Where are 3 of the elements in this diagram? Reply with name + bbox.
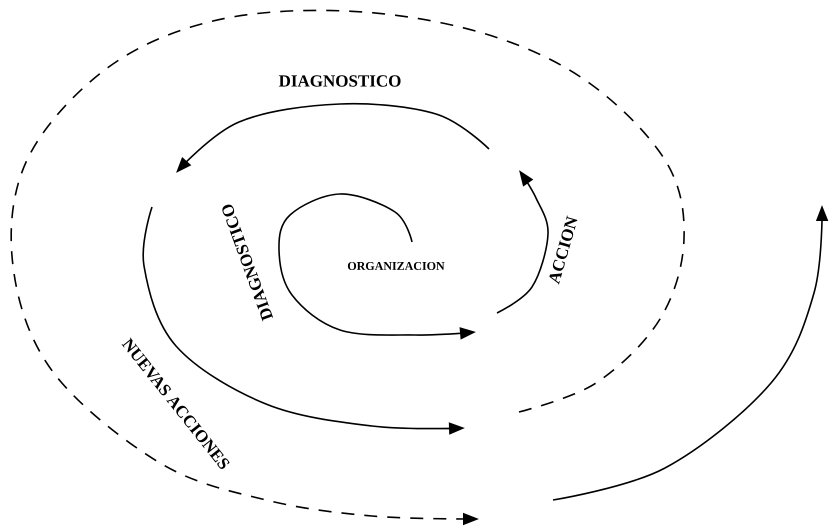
center-label: ORGANIZACION <box>348 262 444 270</box>
stage-label: DIAGNOSTICO <box>278 75 401 87</box>
stage-label: ACCION <box>549 216 578 284</box>
